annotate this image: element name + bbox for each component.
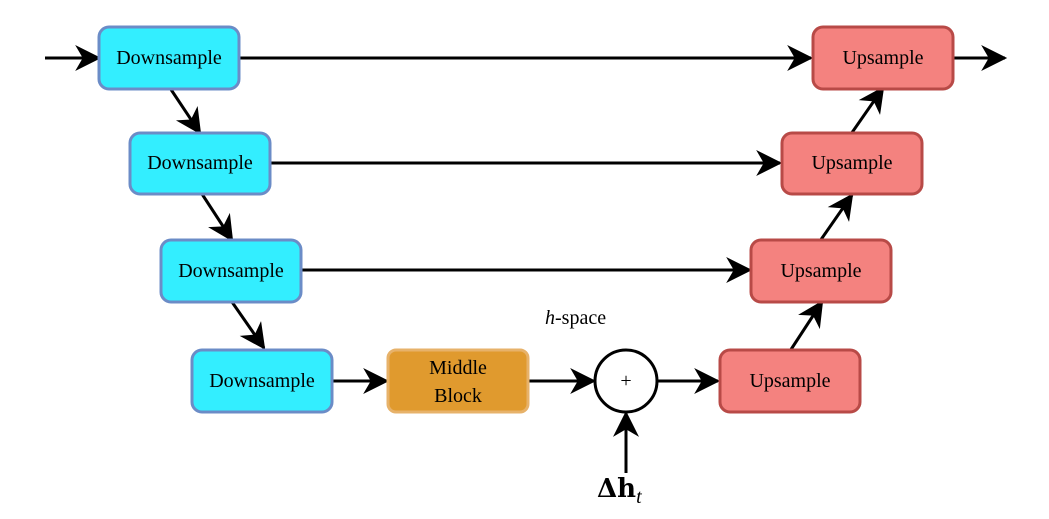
down-arrow-2-3 [200,193,234,242]
up-arrow-3-2 [818,193,854,242]
upsample-block-2: Upsample [780,131,924,196]
middle-block: Middle Block [386,348,530,414]
plus-node: + [593,348,659,414]
downsample-block-4: Downsample [190,348,334,414]
downsample-2-label: Downsample [147,152,253,174]
downsample-block-1: Downsample [97,25,241,91]
upsample-2-label: Upsample [811,152,892,174]
upsample-block-4: Upsample [718,348,862,414]
upsample-1-label: Upsample [842,47,923,69]
down-arrow-3-4 [230,301,266,350]
hspace-rest: -space [555,307,606,329]
upsample-3-label: Upsample [780,260,861,282]
middle-block-label-line2: Block [434,385,482,407]
up-arrow-4-3 [788,300,824,352]
downsample-1-label: Downsample [116,47,222,69]
downsample-block-3: Downsample [159,238,303,304]
delta-h-main: Δh [597,474,636,504]
middle-block-label-line1: Middle [429,357,487,379]
hspace-label: h-space [545,307,606,329]
hspace-h: h [545,307,555,329]
down-arrow-1-2 [168,87,202,135]
upsample-4-label: Upsample [749,370,830,392]
downsample-3-label: Downsample [178,260,284,282]
upsample-block-3: Upsample [749,238,893,304]
delta-h-label: Δht [597,474,642,508]
plus-symbol: + [620,370,631,392]
downsample-4-label: Downsample [209,370,315,392]
downsample-block-2: Downsample [128,131,272,196]
delta-h-sub: t [636,486,642,508]
upsample-block-1: Upsample [811,25,955,91]
up-arrow-2-1 [849,86,885,135]
